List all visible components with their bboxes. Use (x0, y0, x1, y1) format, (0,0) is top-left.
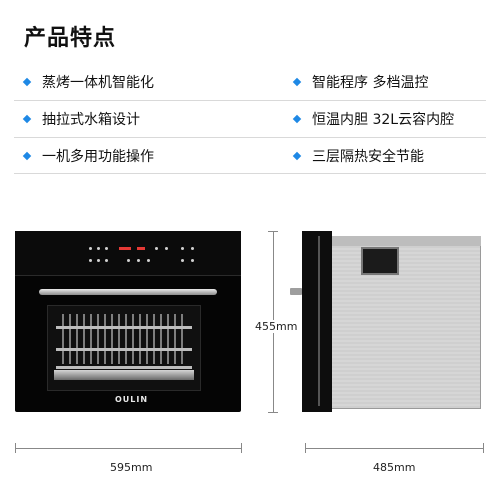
oven-side-panel (302, 231, 332, 412)
feature-label: 抽拉式水箱设计 (42, 112, 140, 128)
feature-list: 蒸烤一体机智能化 智能程序 多档温控 抽拉式水箱设计 恒温内胆 32L云容内腔 … (14, 64, 486, 174)
feature-row: 蒸烤一体机智能化 智能程序 多档温控 (14, 64, 486, 101)
door-handle (39, 289, 217, 295)
diamond-bullet-icon (22, 114, 32, 124)
width-label: 595mm (110, 461, 153, 474)
dimension-tick (15, 443, 16, 453)
depth-label: 485mm (373, 461, 416, 474)
panel-divider (15, 275, 241, 276)
feature-item: 三层隔热安全节能 (284, 138, 424, 174)
oven-rack (56, 366, 192, 369)
divider (14, 173, 486, 174)
oven-side-lip (331, 236, 481, 246)
width-dimension-line (15, 448, 241, 449)
feature-label: 智能程序 多档温控 (312, 75, 429, 91)
oven-rack (56, 326, 192, 329)
feature-item: 智能程序 多档温控 (284, 64, 428, 100)
feature-label: 蒸烤一体机智能化 (42, 75, 154, 91)
depth-dimension-line (305, 448, 483, 449)
diamond-bullet-icon (22, 77, 32, 87)
feature-label: 一机多用功能操作 (42, 149, 154, 165)
dimension-tick (305, 443, 306, 453)
feature-item: 抽拉式水箱设计 (14, 101, 140, 137)
dimension-tick (268, 231, 278, 232)
side-stripe (318, 236, 320, 406)
feature-label: 恒温内胆 32L云容内腔 (312, 112, 455, 128)
oven-rack (56, 348, 192, 351)
feature-label: 三层隔热安全节能 (312, 149, 424, 165)
control-panel (15, 231, 241, 275)
diamond-bullet-icon (292, 151, 302, 161)
page-title: 产品特点 (24, 26, 117, 51)
side-knob (290, 288, 302, 295)
diamond-bullet-icon (292, 114, 302, 124)
oven-side-body (331, 236, 481, 409)
feature-item: 一机多用功能操作 (14, 138, 154, 174)
diamond-bullet-icon (22, 151, 32, 161)
height-label: 455mm (254, 320, 299, 333)
feature-row: 抽拉式水箱设计 恒温内胆 32L云容内腔 (14, 101, 486, 138)
feature-item: 蒸烤一体机智能化 (14, 64, 154, 100)
dimension-tick (268, 412, 278, 413)
heating-bars (62, 314, 186, 364)
brand-logo: OULIN (115, 395, 149, 404)
feature-item: 恒温内胆 32L云容内腔 (284, 101, 454, 137)
oven-front-view: OULIN (15, 231, 241, 412)
diamond-bullet-icon (292, 77, 302, 87)
dimension-tick (483, 443, 484, 453)
feature-row: 一机多用功能操作 三层隔热安全节能 (14, 138, 486, 174)
dimension-tick (241, 443, 242, 453)
side-vent (361, 247, 399, 275)
oven-window (47, 305, 201, 391)
baking-tray (54, 370, 194, 380)
